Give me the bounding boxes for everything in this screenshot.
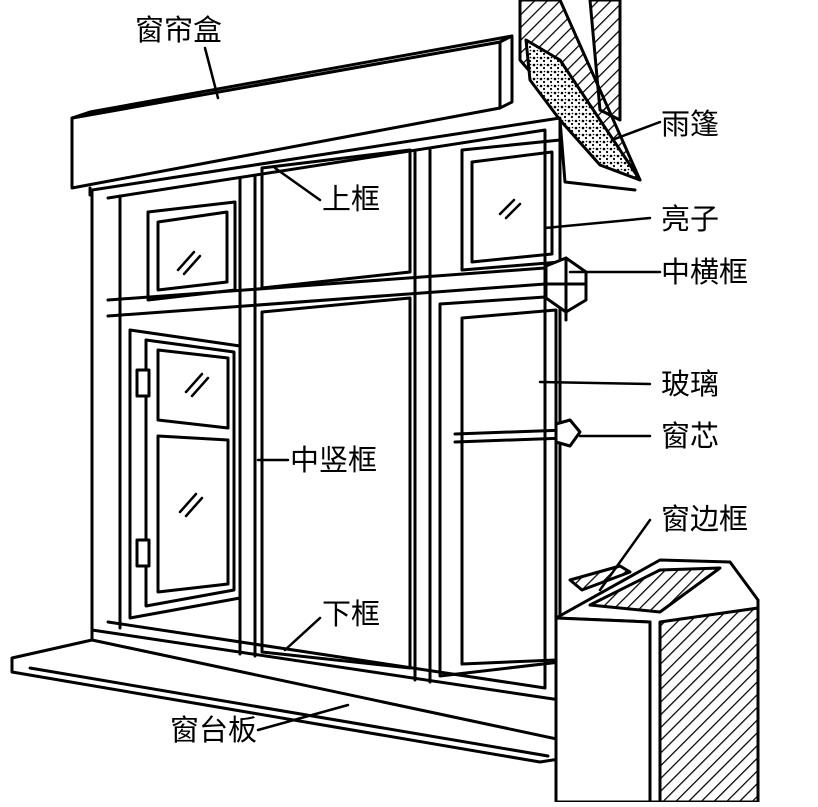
label-middle-transom: 中横框 xyxy=(661,255,749,289)
wall-and-canopy xyxy=(518,0,642,192)
leader-lines xyxy=(203,46,662,732)
curtain-box xyxy=(70,34,514,197)
middle-transom xyxy=(106,266,547,318)
label-muntin: 窗芯 xyxy=(661,419,720,453)
side-wall-block xyxy=(554,558,760,804)
label-top-frame: 上框 xyxy=(322,182,381,216)
glass-marks xyxy=(176,198,522,518)
label-transom-window: 亮子 xyxy=(661,202,720,236)
middle-pane xyxy=(260,296,412,670)
label-canopy: 雨篷 xyxy=(661,107,720,141)
label-middle-mullion: 中竖框 xyxy=(290,443,378,477)
label-curtain-box: 窗帘盒 xyxy=(135,13,223,47)
label-bottom-frame: 下框 xyxy=(322,597,381,631)
label-glass: 玻璃 xyxy=(661,367,720,401)
label-side-frame: 窗边框 xyxy=(661,502,749,536)
open-sash xyxy=(128,328,242,620)
label-window-sill: 窗台板 xyxy=(170,713,258,747)
